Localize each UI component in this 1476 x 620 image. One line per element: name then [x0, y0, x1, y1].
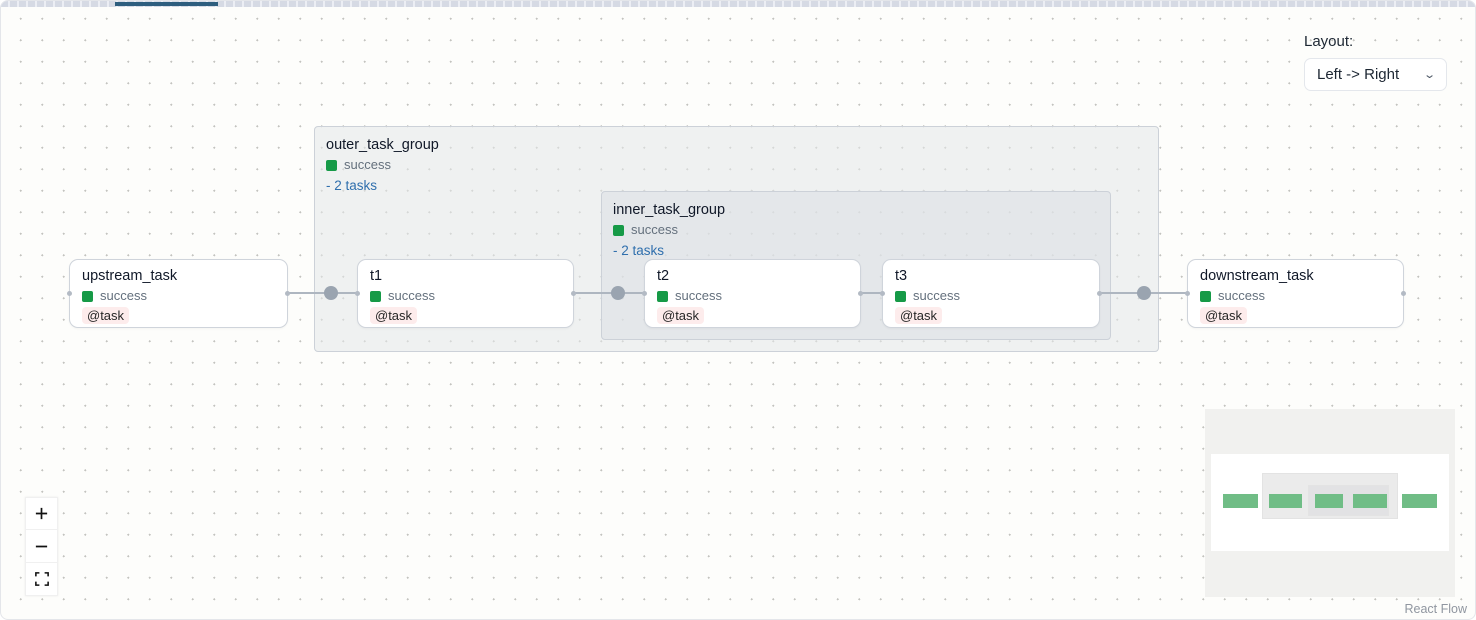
layout-panel: Layout: Left -> Right ⌄	[1304, 33, 1447, 91]
collapse-group-link[interactable]: - 2 tasks	[326, 178, 378, 193]
task-status: success	[388, 288, 435, 303]
react-flow-attribution-link[interactable]: React Flow	[1404, 602, 1467, 616]
zoom-out-button[interactable]	[25, 530, 58, 563]
success-status-icon	[370, 290, 381, 302]
task-status: success	[1218, 288, 1265, 303]
task-operator-badge: @task	[370, 307, 418, 324]
collapse-group-link[interactable]: - 2 tasks	[613, 243, 665, 258]
node-handle-right	[858, 291, 863, 296]
task-node-upstream[interactable]: upstream_task success @task	[67, 259, 290, 328]
node-handle-right	[1097, 291, 1102, 296]
node-handle-left	[67, 291, 72, 296]
node-handle-right	[571, 291, 576, 296]
layout-label: Layout:	[1304, 33, 1354, 50]
task-title: t1	[370, 268, 383, 284]
success-status-icon	[657, 290, 668, 302]
task-title: t2	[657, 268, 670, 284]
success-status-icon	[895, 290, 906, 302]
minus-icon	[35, 545, 48, 547]
task-operator-badge: @task	[1200, 307, 1248, 324]
edge-junction-dot	[324, 286, 338, 300]
plus-icon	[35, 507, 48, 520]
minimap-node	[1315, 494, 1343, 508]
zoom-in-button[interactable]	[25, 497, 58, 530]
edge-t1-to-t2	[574, 292, 644, 294]
fit-view-icon	[34, 572, 49, 586]
task-node-t3[interactable]: t3 success @task	[880, 259, 1102, 328]
node-handle-left	[355, 291, 360, 296]
edge-junction-dot	[611, 286, 625, 300]
task-title: downstream_task	[1200, 268, 1314, 284]
success-status-icon	[326, 159, 337, 171]
success-status-icon	[1200, 290, 1211, 302]
layout-selected-value: Left -> Right	[1317, 66, 1400, 83]
task-operator-badge: @task	[657, 307, 705, 324]
minimap[interactable]	[1205, 409, 1455, 597]
node-handle-left	[880, 291, 885, 296]
success-status-icon	[613, 224, 624, 236]
task-node-t2[interactable]: t2 success @task	[642, 259, 863, 328]
minimap-node	[1223, 494, 1258, 508]
task-node-downstream[interactable]: downstream_task success @task	[1185, 259, 1406, 328]
group-status: success	[631, 222, 678, 237]
layout-direction-select[interactable]: Left -> Right ⌄	[1304, 58, 1447, 91]
minimap-node	[1269, 494, 1302, 508]
task-operator-badge: @task	[895, 307, 943, 324]
group-title: outer_task_group	[326, 137, 439, 153]
task-status: success	[100, 288, 147, 303]
top-progress-segment	[115, 2, 218, 6]
fit-view-button[interactable]	[25, 563, 58, 596]
edge-upstream-to-t1	[288, 292, 357, 294]
minimap-node	[1402, 494, 1437, 508]
task-node-t1[interactable]: t1 success @task	[355, 259, 576, 328]
task-status: success	[675, 288, 722, 303]
zoom-controls	[25, 497, 58, 596]
node-handle-right	[285, 291, 290, 296]
group-title: inner_task_group	[613, 202, 726, 218]
node-handle-left	[642, 291, 647, 296]
success-status-icon	[82, 290, 93, 302]
chevron-down-icon: ⌄	[1422, 69, 1436, 81]
task-title: t3	[895, 268, 908, 284]
group-status: success	[344, 157, 391, 172]
task-status: success	[913, 288, 960, 303]
edge-t2-to-t3	[861, 292, 882, 294]
top-progress-strip	[1, 1, 1475, 7]
task-title: upstream_task	[82, 268, 178, 284]
edge-junction-dot	[1137, 286, 1151, 300]
minimap-node	[1353, 494, 1387, 508]
node-handle-right	[1401, 291, 1406, 296]
task-operator-badge: @task	[82, 307, 130, 324]
node-handle-left	[1185, 291, 1190, 296]
